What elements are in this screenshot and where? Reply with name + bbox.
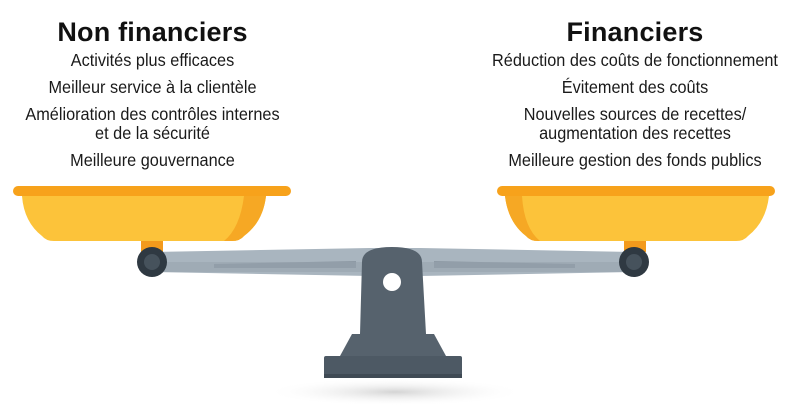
scale-base-top (340, 334, 446, 356)
non-financial-item: Amélioration des contrôles internes et d… (25, 103, 280, 143)
left-pan-bowl-shade (224, 196, 266, 241)
right-pan-bowl (505, 196, 769, 241)
right-pan-rim (497, 186, 775, 196)
financial-item: Évitement des coûts (561, 77, 709, 98)
financial-item: Meilleure gestion des fonds publics (508, 149, 762, 170)
right-pan-bowl-shade (505, 196, 540, 241)
non-financial-item: Meilleure gouvernance (70, 149, 235, 170)
scale-post-hole (383, 273, 401, 291)
non-financial-item: Activités plus efficaces (70, 50, 235, 71)
ground-shadow (265, 378, 525, 406)
financial-item: Réduction des coûts de fonctionnement (492, 50, 778, 71)
scale-base-highlight (324, 374, 462, 378)
non-financial-item: Meilleur service à la clientèle (48, 77, 257, 98)
left-pan-rim (13, 186, 291, 196)
left-pan-bowl (22, 196, 266, 241)
right-joint-inner (626, 254, 642, 270)
non-financial-title: Non financiers (57, 17, 248, 47)
scale-base-plate (324, 356, 462, 378)
non-financial-benefits: Non financiers Activités plus efficaces … (0, 17, 305, 178)
financial-title: Financiers (566, 17, 704, 47)
left-joint-inner (144, 254, 160, 270)
financial-item: Nouvelles sources de recettes/ augmentat… (523, 103, 747, 143)
financial-benefits: Financiers Réduction des coûts de foncti… (470, 17, 800, 178)
